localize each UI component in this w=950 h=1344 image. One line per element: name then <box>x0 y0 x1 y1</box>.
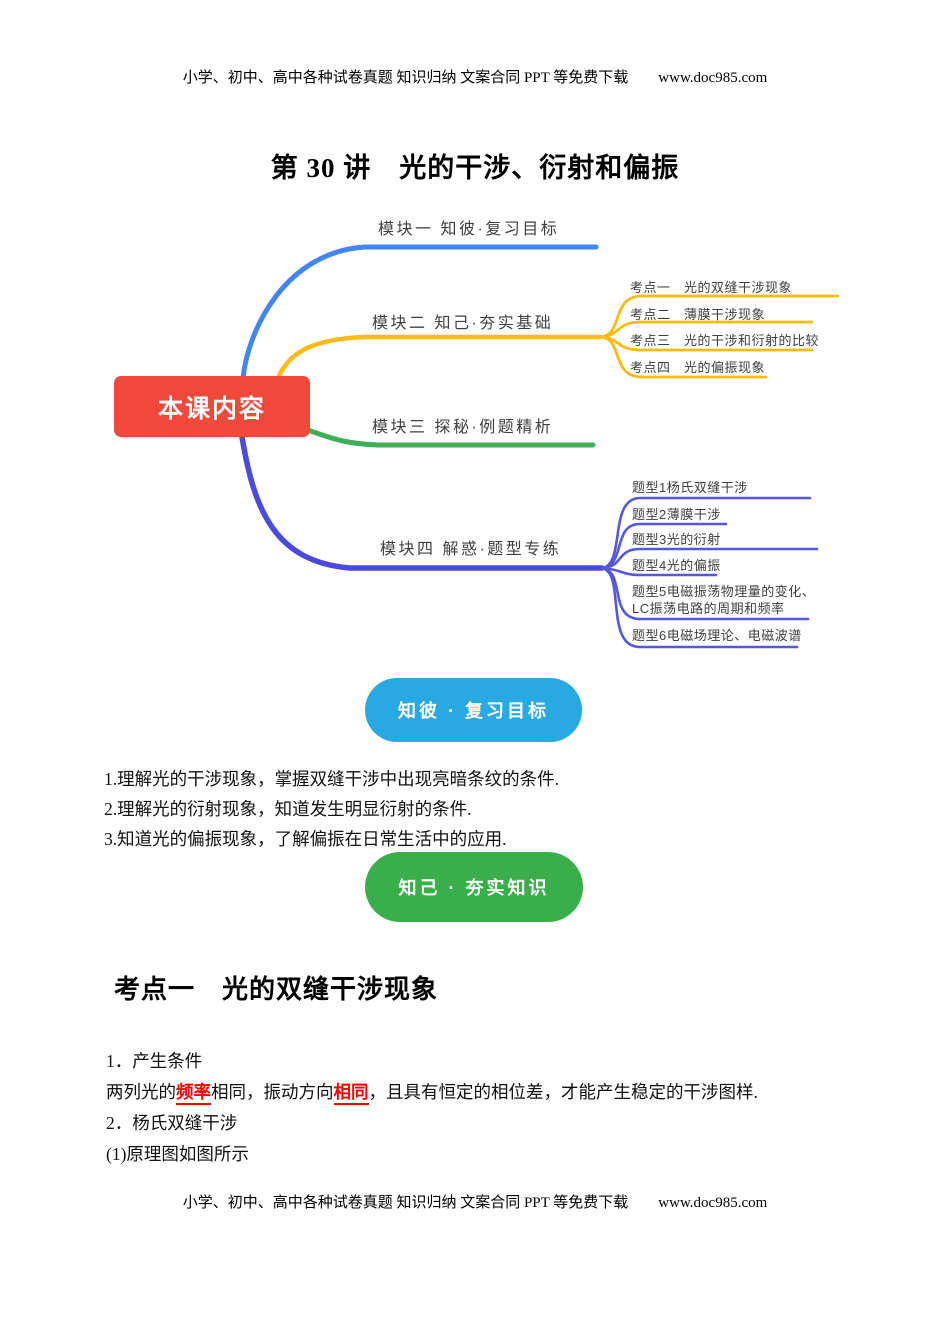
mindmap-child-tixing2: 题型2薄膜干涉 <box>632 507 721 522</box>
footer-site-url: www.doc985.com <box>658 1195 768 1211</box>
mindmap-branch-module1: 模块一 知彼·复习目标 <box>378 221 560 238</box>
condition-emphasis-pinlv: 频率 <box>176 1082 211 1105</box>
header-promo-text: 小学、初中、高中各种试卷真题 知识归纳 文案合同 PPT 等免费下载 <box>182 70 629 86</box>
condition-segment: 两列光的 <box>106 1082 176 1102</box>
mindmap-child-tixing6: 题型6电磁场理论、电磁波谱 <box>632 628 802 643</box>
body-item2-title: 2．杨氏双缝干涉 <box>106 1113 238 1133</box>
body-item2-sub: (1)原理图如图所示 <box>106 1144 249 1164</box>
body-condition-line: 两列光的频率相同，振动方向相同，且具有恒定的相位差，才能产生稳定的干涉图样. <box>106 1079 758 1105</box>
goal-line-3: 3.知道光的偏振现象，了解偏振在日常生活中的应用. <box>104 829 507 849</box>
page-footer: 小学、初中、高中各种试卷真题 知识归纳 文案合同 PPT 等免费下载 www.d… <box>0 1191 950 1212</box>
branch-line-module2 <box>275 334 603 381</box>
section-heading-kaodian1: 考点一 光的双缝干涉现象 <box>114 974 439 1004</box>
body-item1-title: 1．产生条件 <box>106 1051 203 1071</box>
mindmap-child-tixing4: 题型4光的偏振 <box>632 558 721 573</box>
mindmap-child-tixing5: 题型5电磁振荡物理量的变化、 LC振荡电路的周期和频率 <box>632 584 816 616</box>
section-pill-review-goals: 知彼 · 复习目标 <box>365 678 582 742</box>
mindmap-child-kaodian3: 考点三 光的干涉和衍射的比较 <box>630 333 820 348</box>
footer-promo-text: 小学、初中、高中各种试卷真题 知识归纳 文案合同 PPT 等免费下载 <box>182 1195 629 1211</box>
header-site-url: www.doc985.com <box>658 70 768 86</box>
mindmap-child-kaodian4: 考点四 光的偏振现象 <box>630 360 766 375</box>
mindmap-child-kaodian1: 考点一 光的双缝干涉现象 <box>630 280 793 295</box>
section-pill-solid-knowledge: 知己 · 夯实知识 <box>365 852 583 922</box>
mindmap-root-node: 本课内容 <box>114 376 310 437</box>
condition-segment: 相同，振动方向 <box>211 1082 334 1102</box>
page-title: 第 30 讲 光的干涉、衍射和偏振 <box>270 153 680 183</box>
mindmap-child-kaodian2: 考点二 薄膜干涉现象 <box>630 307 766 322</box>
mindmap-branch-module2: 模块二 知己·夯实基础 <box>372 315 554 332</box>
mindmap-child-tixing1: 题型1杨氏双缝干涉 <box>632 480 748 495</box>
condition-emphasis-xiangtong: 相同 <box>333 1082 369 1105</box>
section-pill-review-goals-label: 知彼 · 复习目标 <box>398 701 549 721</box>
page-header: 小学、初中、高中各种试卷真题 知识归纳 文案合同 PPT 等免费下载 www.d… <box>0 66 950 87</box>
mindmap-branch-module3: 模块三 探秘·例题精析 <box>372 419 554 436</box>
mindmap-child-tixing3: 题型3光的衍射 <box>632 532 721 547</box>
mindmap-root-label: 本课内容 <box>157 394 266 423</box>
goal-line-1: 1.理解光的干涉现象，掌握双缝干涉中出现亮暗条纹的条件. <box>104 769 559 789</box>
condition-segment: ，且具有恒定的相位差，才能产生稳定的干涉图样. <box>368 1082 758 1102</box>
mindmap-branch-module4: 模块四 解惑·题型专练 <box>380 541 562 558</box>
section-pill-solid-knowledge-label: 知己 · 夯实知识 <box>398 878 550 898</box>
goal-line-2: 2.理解光的衍射现象，知道发生明显衍射的条件. <box>104 799 472 819</box>
